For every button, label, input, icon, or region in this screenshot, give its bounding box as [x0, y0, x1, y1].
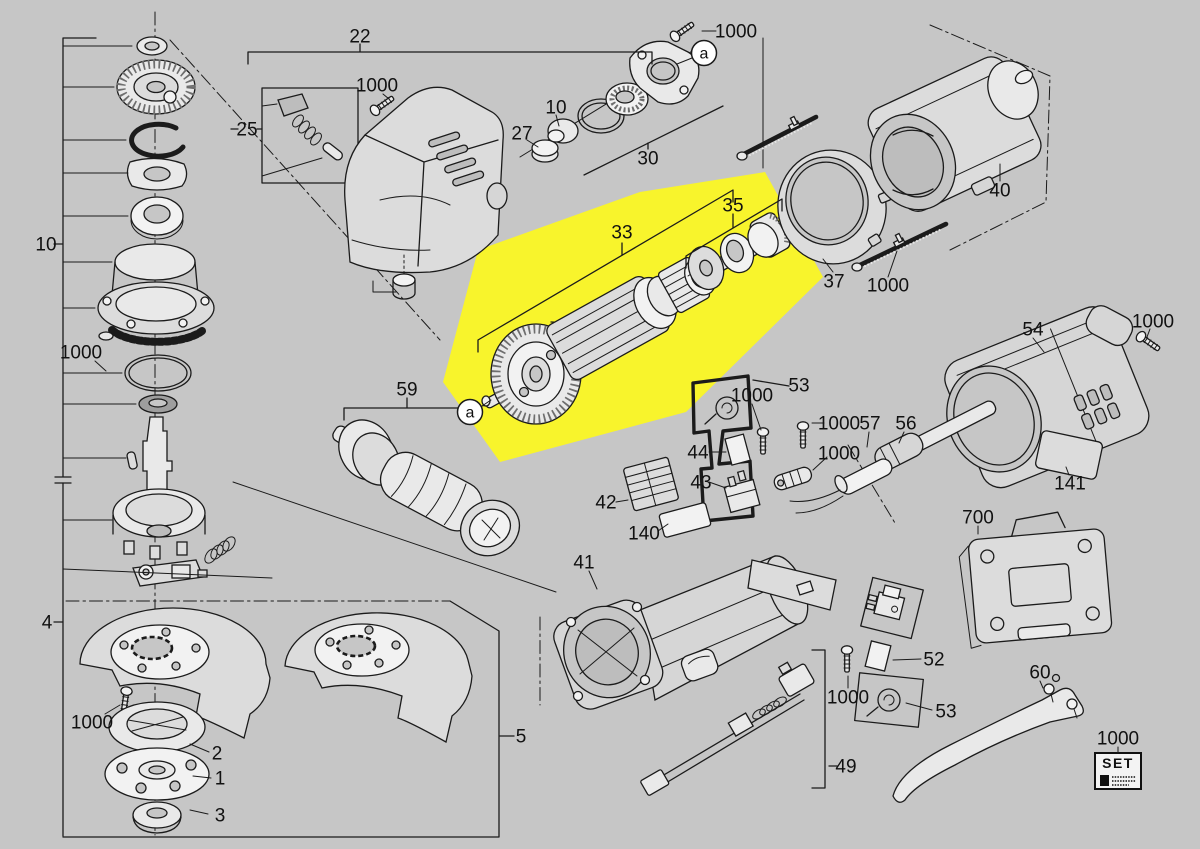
part-label-5[interactable]: 5 — [516, 727, 527, 748]
part-label-22[interactable]: 22 — [349, 27, 370, 48]
leader-lines — [62, 30, 1151, 815]
part-label-33[interactable]: 33 — [611, 223, 632, 244]
part-label-10[interactable]: 10 — [35, 235, 56, 256]
part-label-1000[interactable]: 1000 — [60, 343, 102, 364]
part-label-3[interactable]: 3 — [215, 806, 226, 827]
part-label-27[interactable]: 27 — [511, 124, 532, 145]
svg-text:a: a — [466, 405, 475, 422]
part-10-gear-spindle-stack — [97, 36, 236, 587]
part-label-1000[interactable]: 1000 — [818, 414, 860, 435]
part-label-53[interactable]: 53 — [935, 702, 956, 723]
part-label-1000[interactable]: 1000 — [356, 76, 398, 97]
svg-text:a: a — [700, 46, 709, 63]
part-4-wheel-guard-group — [79, 607, 271, 834]
part-label-140[interactable]: 140 — [628, 524, 660, 545]
part-59-side-handle — [332, 419, 521, 557]
part-37-air-baffle — [777, 149, 892, 265]
part-33-armature[interactable] — [481, 237, 764, 425]
part-label-42[interactable]: 42 — [595, 493, 616, 514]
callout-a[interactable]: a — [690, 39, 718, 67]
part-53-brush-kit-outline — [691, 374, 770, 523]
part-141-nameplate — [1035, 430, 1103, 480]
part-52-53-brush-holder-group — [840, 576, 924, 728]
part-label-1000[interactable]: 1000 — [1097, 729, 1139, 750]
part-label-141[interactable]: 141 — [1054, 474, 1086, 495]
part-label-1000[interactable]: 1000 — [731, 386, 773, 407]
part-label-30[interactable]: 30 — [637, 149, 658, 170]
part-700-carrying-case — [958, 511, 1113, 649]
part-label-35[interactable]: 35 — [722, 196, 743, 217]
bracket-lines — [53, 37, 838, 837]
part-label-1000[interactable]: 1000 — [71, 713, 113, 734]
part-label-700[interactable]: 700 — [962, 508, 994, 529]
part-label-10[interactable]: 10 — [545, 98, 566, 119]
part-22-gear-housing — [344, 86, 508, 300]
part-30-flange-bearing-group — [519, 18, 724, 176]
part-label-1000[interactable]: 1000 — [818, 444, 860, 465]
part-49-switch-slider — [640, 661, 815, 796]
part-label-1000[interactable]: 1000 — [715, 22, 757, 43]
part-56-57-cord-sleeve — [789, 400, 997, 514]
set-badge-barcode-block — [1100, 775, 1109, 786]
part-label-49[interactable]: 49 — [835, 757, 856, 778]
part-5-wheel-guard — [284, 612, 473, 743]
part-label-57[interactable]: 57 — [859, 414, 880, 435]
part-35-bearing-set[interactable] — [683, 211, 792, 295]
part-54-rear-housing — [944, 305, 1163, 489]
set-badge: SET — [1094, 752, 1142, 790]
part-25-detent-group — [261, 87, 359, 184]
part-label-52[interactable]: 52 — [923, 650, 944, 671]
callout-a[interactable]: a — [456, 398, 484, 426]
part-label-1[interactable]: 1 — [215, 769, 226, 790]
part-40-stator — [867, 56, 1042, 212]
part-label-44[interactable]: 44 — [687, 443, 709, 464]
part-42-electronic-module — [623, 456, 679, 512]
part-label-1000[interactable]: 1000 — [867, 276, 909, 297]
part-label-56[interactable]: 56 — [895, 414, 916, 435]
part-label-43[interactable]: 43 — [690, 473, 711, 494]
part-label-54[interactable]: 54 — [1022, 320, 1044, 341]
cord-clamp-group — [773, 421, 813, 491]
part-label-40[interactable]: 40 — [989, 181, 1010, 202]
callouts-layer: aa — [456, 39, 718, 426]
set-badge-label: SET — [1102, 755, 1134, 771]
long-screw-icon — [736, 114, 949, 272]
part-label-25[interactable]: 25 — [236, 120, 257, 141]
part-label-2[interactable]: 2 — [212, 744, 223, 765]
part-41-motor-housing — [553, 555, 837, 710]
part-label-1000[interactable]: 1000 — [1132, 312, 1174, 333]
part-label-53[interactable]: 53 — [788, 376, 809, 397]
part-140-capacitor — [658, 502, 712, 538]
part-label-4[interactable]: 4 — [42, 613, 53, 634]
part-label-60[interactable]: 60 — [1029, 663, 1050, 684]
part-label-41[interactable]: 41 — [573, 553, 594, 574]
part-label-59[interactable]: 59 — [396, 380, 417, 401]
part-label-1000[interactable]: 1000 — [827, 688, 869, 709]
part-60-pin-wrench — [892, 673, 1084, 803]
part-label-37[interactable]: 37 — [823, 272, 844, 293]
